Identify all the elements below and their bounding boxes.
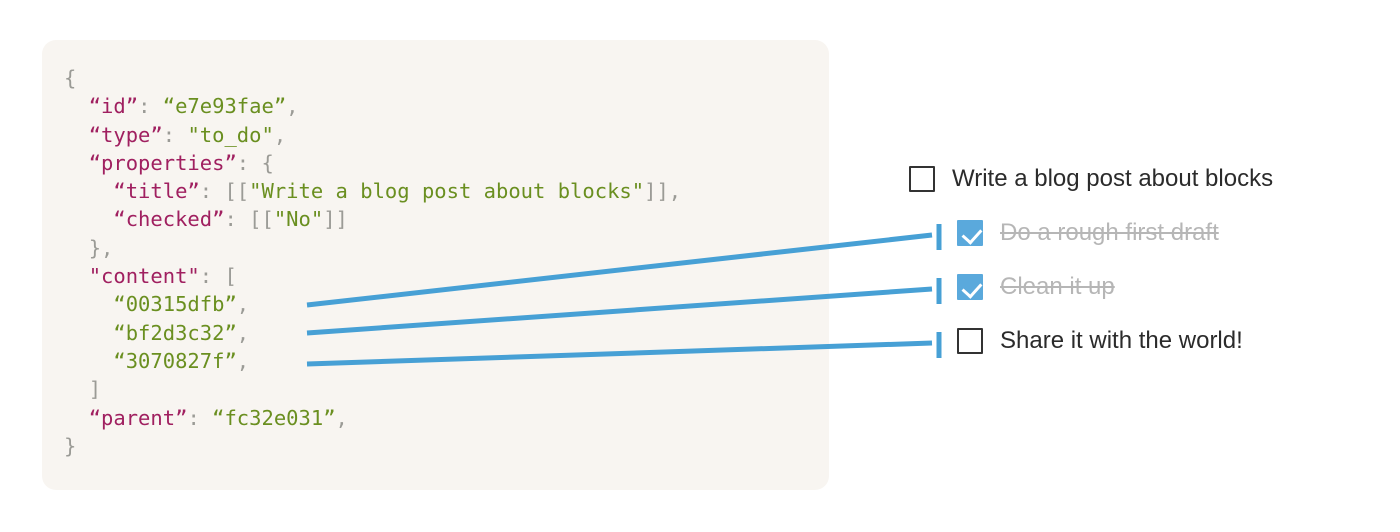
code-token-punct: : bbox=[187, 405, 213, 430]
code-token-punct: : [ bbox=[199, 264, 237, 289]
code-token-str: “bf2d3c32” bbox=[113, 320, 237, 345]
code-line: “3070827f”, bbox=[64, 347, 681, 375]
code-line: “properties”: { bbox=[64, 149, 681, 177]
code-token-key: “properties” bbox=[88, 150, 237, 175]
code-line: “title”: [["Write a blog post about bloc… bbox=[64, 177, 681, 205]
code-line: “bf2d3c32”, bbox=[64, 319, 681, 347]
code-token-punct: } bbox=[64, 433, 77, 458]
todo-item-label: Write a blog post about blocks bbox=[952, 165, 1274, 192]
code-line: } bbox=[64, 432, 681, 460]
code-line: “id”: “e7e93fae”, bbox=[64, 92, 681, 120]
code-token-punct: ]], bbox=[644, 179, 682, 204]
todo-item-label: Share it with the world! bbox=[1000, 327, 1243, 354]
code-token-punct: : [[ bbox=[224, 207, 274, 232]
code-token-punct: : bbox=[138, 94, 163, 119]
code-token-str: "No" bbox=[273, 207, 324, 232]
code-token-punct: : [[ bbox=[199, 179, 250, 204]
code-line: "content": [ bbox=[64, 262, 681, 290]
code-line: { bbox=[64, 64, 681, 92]
code-line: “00315dfb”, bbox=[64, 290, 681, 318]
code-token-key: “id” bbox=[88, 94, 139, 119]
todo-item[interactable]: Clean it up bbox=[957, 271, 1115, 303]
todo-item[interactable]: Share it with the world! bbox=[957, 325, 1243, 357]
code-line: ] bbox=[64, 375, 681, 403]
code-token-str: “00315dfb” bbox=[113, 292, 237, 317]
code-token-punct: : { bbox=[236, 150, 274, 175]
code-token-str: "to_do" bbox=[187, 122, 274, 147]
code-token-punct: { bbox=[64, 66, 77, 90]
code-token-punct: , bbox=[236, 320, 250, 345]
code-token-str: “e7e93fae” bbox=[162, 94, 287, 119]
code-token-key: “parent” bbox=[88, 405, 188, 430]
code-token-key: “title” bbox=[113, 179, 200, 204]
code-token-punct: , bbox=[236, 348, 250, 373]
code-token-punct: , bbox=[273, 122, 287, 147]
checkbox-unchecked-icon[interactable] bbox=[957, 328, 983, 354]
code-line: “type”: "to_do", bbox=[64, 121, 681, 149]
code-token-key: “type” bbox=[88, 122, 163, 147]
json-code-block: { “id”: “e7e93fae”, “type”: "to_do", “pr… bbox=[64, 64, 681, 460]
code-token-str: “fc32e031” bbox=[212, 405, 336, 430]
todo-item[interactable]: Do a rough first draft bbox=[957, 217, 1219, 249]
checkbox-checked-icon[interactable] bbox=[957, 274, 983, 300]
code-token-key: "content" bbox=[88, 264, 200, 289]
checkbox-checked-icon[interactable] bbox=[957, 220, 983, 246]
code-token-punct: , bbox=[335, 405, 348, 430]
code-token-punct: ]] bbox=[323, 207, 348, 232]
code-token-key: “checked” bbox=[113, 207, 225, 232]
checkbox-unchecked-icon[interactable] bbox=[909, 166, 935, 192]
code-token-punct: , bbox=[236, 292, 250, 317]
code-token-str: “3070827f” bbox=[113, 348, 237, 373]
code-token-punct: }, bbox=[88, 235, 114, 260]
todo-item-label: Clean it up bbox=[1000, 273, 1115, 300]
code-token-punct: : bbox=[162, 122, 188, 147]
todo-item-label: Do a rough first draft bbox=[1000, 219, 1219, 246]
code-line: }, bbox=[64, 234, 681, 262]
json-code-panel: { “id”: “e7e93fae”, “type”: "to_do", “pr… bbox=[42, 40, 829, 490]
code-token-punct: ] bbox=[88, 377, 102, 402]
code-token-punct: , bbox=[286, 94, 299, 119]
code-line: “checked”: [["No"]] bbox=[64, 205, 681, 233]
code-line: “parent”: “fc32e031”, bbox=[64, 404, 681, 432]
todo-item[interactable]: Write a blog post about blocks bbox=[909, 163, 1273, 195]
code-token-str: "Write a blog post about blocks" bbox=[249, 179, 645, 204]
